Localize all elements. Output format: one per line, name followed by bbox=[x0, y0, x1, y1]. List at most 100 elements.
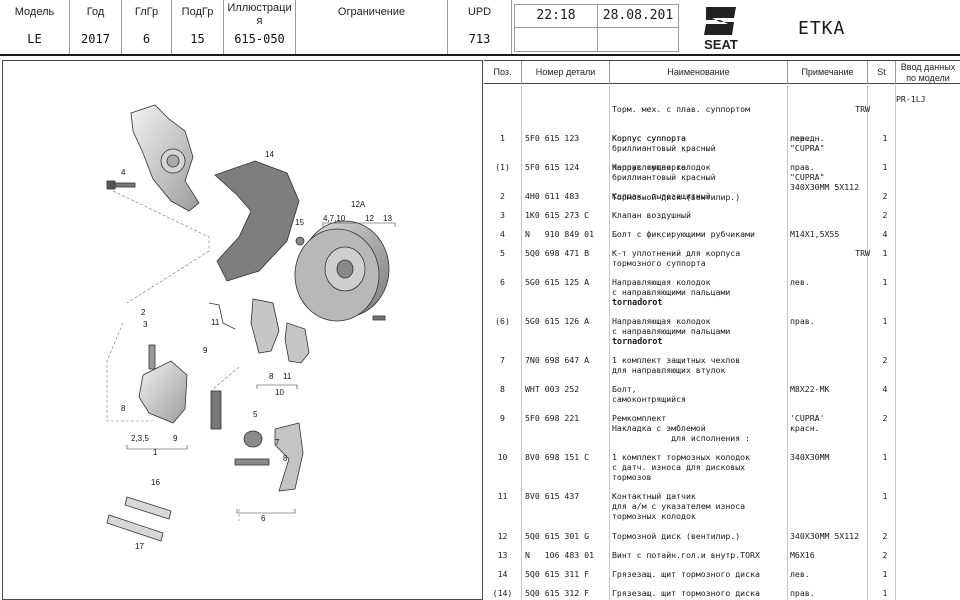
callout-11-sensor: 11 bbox=[211, 318, 220, 327]
row-note: лев. bbox=[790, 569, 810, 579]
row-pos: (14) bbox=[492, 588, 513, 598]
row-name: Грязезащ. щит тормозного диска bbox=[612, 569, 760, 579]
row-part-number: 5G0 615 126 A bbox=[525, 316, 590, 326]
main-group-caption: ГлГр bbox=[134, 6, 159, 18]
time-display: 22:18 bbox=[514, 4, 598, 28]
row-part-number: 8V0 698 151 C bbox=[525, 452, 590, 462]
status-box-left bbox=[514, 28, 598, 52]
row-pos: 1 bbox=[500, 133, 505, 143]
upd-cell: UPD 713 bbox=[448, 0, 512, 54]
row-part-number: WHT 003 252 bbox=[525, 384, 580, 394]
row-name: Болт,самоконтрящийся bbox=[612, 384, 686, 404]
row-qty: 2 bbox=[882, 413, 888, 423]
row-part-number: 5F0 615 124 bbox=[525, 162, 580, 172]
row-qty: 2 bbox=[882, 191, 888, 201]
illustration-value[interactable]: 615-050 bbox=[234, 32, 285, 46]
col-header-note[interactable]: Примечание bbox=[788, 61, 868, 85]
restriction-caption: Ограничение bbox=[337, 6, 406, 18]
seat-logo-icon: SEAT bbox=[704, 7, 738, 52]
callout-9-top: 9 bbox=[203, 346, 208, 355]
row-part-number: N 106 483 01 bbox=[525, 550, 595, 560]
row-name: Тормозной диск (вентилир.) bbox=[612, 531, 741, 541]
row-note: прав. bbox=[790, 588, 815, 598]
sub-group-value[interactable]: 15 bbox=[190, 32, 205, 46]
row-qty: 1 bbox=[882, 248, 888, 258]
callout-4-7-10: 4,7,10 bbox=[323, 214, 346, 223]
row-part-number: 1K0 615 273 C bbox=[525, 210, 590, 220]
row-part-number: 5Q0 698 471 B bbox=[525, 248, 590, 258]
callout-5: 5 bbox=[253, 410, 258, 419]
table-header: Поз. Номер детали Наименование Примечани… bbox=[484, 60, 960, 85]
illustration-cell: Иллюстрация 615-050 bbox=[224, 0, 296, 54]
row-pos: (1) bbox=[495, 162, 510, 172]
col-header-part-number[interactable]: Номер детали bbox=[522, 61, 610, 85]
upd-value: 713 bbox=[468, 32, 491, 46]
intro-name: Торм. мех. с плав. суппортом Корпус супп… bbox=[612, 103, 751, 202]
callout-11-pads: 11 bbox=[283, 372, 292, 381]
row-name: Грязезащ. щит тормозного диска bbox=[612, 588, 760, 598]
brand-text: SEAT bbox=[704, 37, 738, 52]
row-part-number: 5Q0 615 312 F bbox=[525, 588, 590, 598]
pad-carrier bbox=[274, 422, 304, 492]
col-header-qty[interactable]: St bbox=[868, 61, 896, 85]
year-value[interactable]: 2017 bbox=[81, 32, 110, 46]
row-note: TRW bbox=[855, 248, 870, 258]
col-header-name[interactable]: Наименование bbox=[610, 61, 788, 85]
row-pos: 8 bbox=[500, 384, 505, 394]
callout-2-3-5: 2,3,5 bbox=[131, 434, 149, 443]
app-title: ETKA bbox=[798, 18, 846, 39]
row-pos: 2 bbox=[500, 191, 505, 201]
row-note: лев. bbox=[790, 277, 810, 287]
intro-note: TRW передн. 340X30MM 5X112 bbox=[790, 103, 870, 192]
row-pos: 3 bbox=[500, 210, 505, 220]
restriction-cell: Ограничение bbox=[296, 0, 448, 54]
model-value[interactable]: LE bbox=[27, 32, 42, 46]
grease-tube-17 bbox=[106, 514, 164, 542]
row-name: Колпак, пылезащитный bbox=[612, 191, 711, 201]
seal-kit-5 bbox=[243, 430, 263, 448]
main-group-cell: ГлГр 6 bbox=[122, 0, 172, 54]
brake-disc bbox=[294, 220, 390, 322]
row-qty: 2 bbox=[882, 210, 888, 220]
row-note: 340X30MM bbox=[790, 452, 830, 462]
sub-group-cell: ПодГр 15 bbox=[172, 0, 224, 54]
row-pos: 4 bbox=[500, 229, 505, 239]
main-group-value[interactable]: 6 bbox=[142, 32, 151, 46]
screw-13 bbox=[372, 315, 386, 321]
illustration-pane[interactable]: 14 4 15 12A 4,7,10 12 13 2 3 11 9 8 11 1… bbox=[2, 60, 483, 600]
row-part-number: 5G0 615 125 A bbox=[525, 277, 590, 287]
row-pos: 6 bbox=[500, 277, 505, 287]
bolt-4 bbox=[106, 180, 136, 190]
row-qty: 1 bbox=[882, 452, 888, 462]
row-note: 340X30MM 5X112 bbox=[790, 531, 860, 541]
row-note: M14X1,5X55 bbox=[790, 229, 840, 239]
sub-group-caption: ПодГр bbox=[181, 6, 214, 18]
row-pos: 12 bbox=[497, 531, 508, 541]
seat-logo: SEAT bbox=[690, 4, 752, 52]
row-name: Болт с фиксирующими рубчиками bbox=[612, 229, 755, 239]
dust-shield bbox=[214, 160, 300, 282]
callout-8-pads: 8 bbox=[269, 372, 274, 381]
row-note: M6X16 bbox=[790, 550, 815, 560]
row-part-number: 5F0 615 123 bbox=[525, 133, 580, 143]
row-qty: 1 bbox=[882, 588, 888, 598]
callout-7: 7 bbox=[275, 438, 280, 447]
brake-caliper bbox=[138, 344, 188, 424]
callout-14: 14 bbox=[265, 150, 274, 159]
row-qty: 2 bbox=[882, 355, 888, 365]
row-pos: 10 bbox=[497, 452, 508, 462]
col-header-model-input[interactable]: Ввод данных по модели bbox=[900, 62, 956, 83]
row-qty: 1 bbox=[882, 569, 888, 579]
year-cell: Год 2017 bbox=[70, 0, 122, 54]
row-pos: 13 bbox=[497, 550, 508, 560]
col-header-pos[interactable]: Поз. bbox=[484, 61, 522, 85]
callout-17: 17 bbox=[135, 542, 144, 551]
row-pos: 7 bbox=[500, 355, 505, 365]
row-pos: (6) bbox=[495, 316, 510, 326]
callout-1: 1 bbox=[153, 448, 158, 457]
